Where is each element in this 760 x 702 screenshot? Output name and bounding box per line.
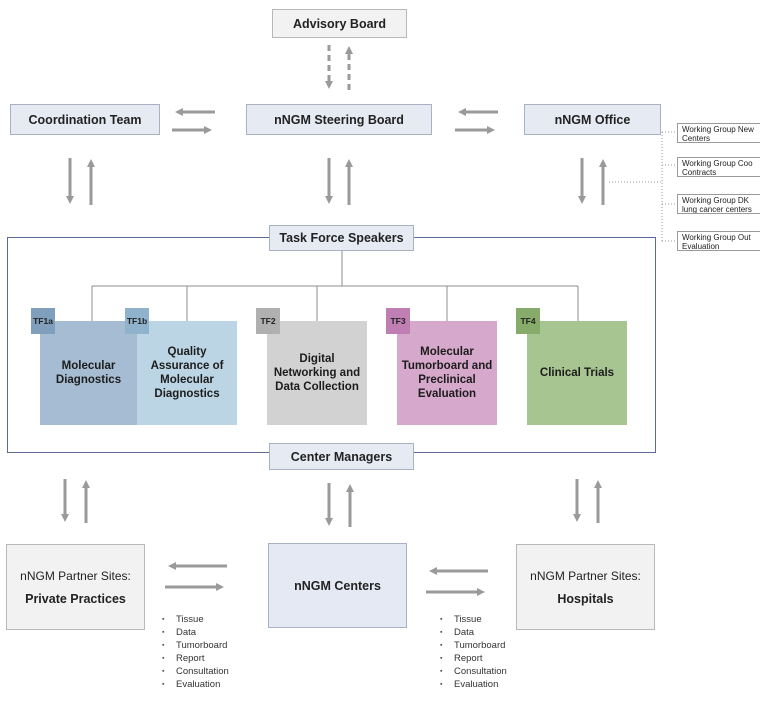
list-item: Tissue [440, 613, 507, 626]
wg-line1: Working Group Coo [682, 159, 753, 168]
list-item: Consultation [440, 665, 507, 678]
list-item: Evaluation [440, 678, 507, 691]
exchange-list-left: Tissue Data Tumorboard Report Consultati… [162, 613, 229, 691]
hospitals-label: Hospitals [557, 591, 614, 606]
private-practices-label: Private Practices [25, 591, 126, 606]
working-group-contracts: Working Group Coo Contracts [677, 157, 760, 177]
exchange-list-right: Tissue Data Tumorboard Report Consultati… [440, 613, 507, 691]
office-box: nNGM Office [524, 104, 661, 135]
working-group-lung-cancer-centers: Working Group DK lung cancer centers [677, 194, 760, 214]
working-group-evaluation: Working Group Out Evaluation [677, 231, 760, 251]
tf4-tag: TF4 [516, 308, 540, 334]
task-force-tf2: Digital Networking and Data Collection [267, 321, 367, 425]
advisory-board-box: Advisory Board [272, 9, 407, 38]
wg-line2: lung cancer centers [682, 205, 752, 214]
steering-board-label: nNGM Steering Board [274, 112, 404, 127]
nngm-centers-label: nNGM Centers [294, 578, 381, 593]
task-force-tf1b: Quality Assurance of Molecular Diagnosti… [137, 321, 237, 425]
tf3-tag: TF3 [386, 308, 410, 334]
partner-sites-private-practices-box: nNGM Partner Sites: Private Practices [6, 544, 145, 630]
tf2-tag: TF2 [256, 308, 280, 334]
coordination-team-label: Coordination Team [28, 112, 142, 127]
list-item: Data [162, 626, 229, 639]
list-item: Tumorboard [162, 639, 229, 652]
tf1b-tag: TF1b [125, 308, 149, 334]
partner-sites-label: nNGM Partner Sites: [530, 568, 641, 583]
task-force-tf1a: Molecular Diagnostics [40, 321, 137, 425]
steering-board-box: nNGM Steering Board [246, 104, 432, 135]
task-force-label: Digital Networking and Data Collection [273, 353, 361, 393]
wg-line1: Working Group DK [682, 196, 749, 205]
partner-sites-label: nNGM Partner Sites: [20, 568, 131, 583]
tf1a-tag: TF1a [31, 308, 55, 334]
wg-line1: Working Group New [682, 125, 754, 134]
task-force-label: Clinical Trials [539, 367, 615, 379]
wg-line2: Evaluation [682, 242, 720, 251]
task-force-tf3: Molecular Tumorboard and Preclinical Eva… [397, 321, 497, 425]
task-force-speakers-box: Task Force Speakers [269, 225, 414, 251]
task-force-label: Molecular Tumorboard and Preclinical Eva… [401, 346, 493, 400]
wg-line2: Contracts [682, 168, 717, 177]
partner-sites-hospitals-box: nNGM Partner Sites: Hospitals [516, 544, 655, 630]
center-managers-box: Center Managers [269, 443, 414, 470]
task-force-speakers-label: Task Force Speakers [279, 231, 404, 245]
task-force-label: Quality Assurance of Molecular Diagnosti… [150, 346, 224, 400]
coordination-team-box: Coordination Team [10, 104, 160, 135]
office-label: nNGM Office [554, 112, 631, 127]
list-item: Tissue [162, 613, 229, 626]
list-item: Report [162, 652, 229, 665]
nngm-centers-box: nNGM Centers [268, 543, 407, 628]
center-managers-label: Center Managers [290, 449, 393, 464]
list-item: Evaluation [162, 678, 229, 691]
advisory-board-label: Advisory Board [292, 16, 387, 31]
working-group-new-centers: Working Group New Centers [677, 123, 760, 143]
wg-line2: Centers [682, 134, 711, 143]
task-force-tf4: Clinical Trials [527, 321, 627, 425]
wg-line1: Working Group Out [682, 233, 751, 242]
list-item: Report [440, 652, 507, 665]
task-force-label: Molecular Diagnostics [55, 360, 122, 386]
list-item: Tumorboard [440, 639, 507, 652]
list-item: Consultation [162, 665, 229, 678]
list-item: Data [440, 626, 507, 639]
